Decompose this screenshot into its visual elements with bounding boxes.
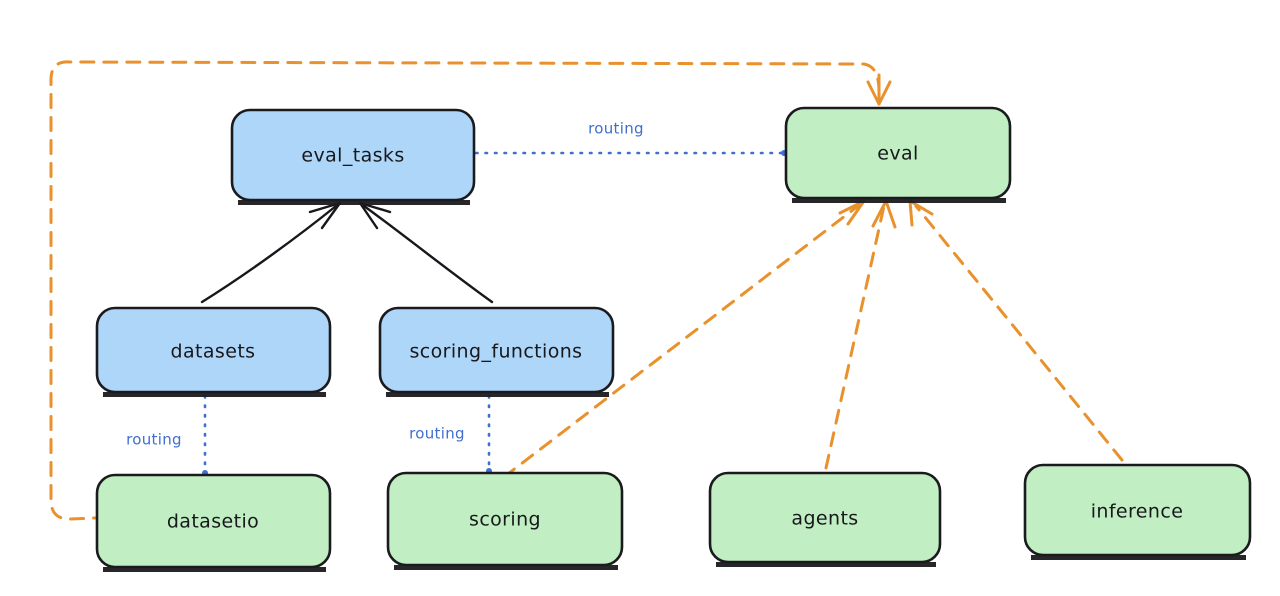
node-inference-shape (1023, 463, 1252, 557)
edge-agents-to-eval (824, 199, 897, 470)
node-datasets-label: datasets (171, 341, 256, 363)
node-datasetio[interactable]: datasetio (95, 473, 332, 572)
node-eval-shape (784, 106, 1012, 200)
edge-datasets-to-eval-tasks (200, 201, 342, 304)
node-scoring-functions-label: scoring_functions (410, 341, 583, 363)
node-eval-tasks[interactable]: eval_tasks (230, 108, 476, 205)
node-agents-label: agents (791, 508, 858, 530)
edge-label-routing-scoring: routing (409, 425, 465, 443)
node-eval[interactable]: eval (784, 106, 1012, 203)
node-scoring-functions-shape (378, 306, 615, 394)
node-datasetio-shape (95, 473, 332, 569)
edge-label-routing-datasetio: routing (126, 431, 182, 449)
edge-scoringfn-routing (486, 394, 492, 474)
node-inference-label: inference (1091, 501, 1184, 523)
node-datasetio-label: datasetio (167, 511, 259, 533)
edge-scoringfn-to-eval-tasks (358, 201, 494, 304)
node-eval-label: eval (877, 143, 918, 165)
edge-inference-to-eval (908, 199, 1124, 462)
node-scoring-shape (386, 471, 624, 567)
node-agents-shape (708, 471, 942, 564)
node-scoring-label: scoring (469, 509, 541, 531)
arrowhead-eval-bottom-2 (871, 199, 897, 229)
edge-eval-to-datasetio (49, 60, 892, 521)
edge-eval-tasks-routing (474, 150, 787, 156)
node-eval-tasks-label: eval_tasks (301, 145, 404, 167)
node-datasets[interactable]: datasets (95, 306, 332, 397)
node-scoring[interactable]: scoring (386, 471, 624, 570)
arrowhead-eval-bottom-1 (838, 199, 866, 226)
edge-datasets-routing (202, 394, 208, 476)
node-datasets-shape (95, 306, 332, 394)
edge-label-routing-eval: routing (588, 120, 644, 138)
node-scoring-functions[interactable]: scoring_functions (378, 306, 615, 397)
node-agents[interactable]: agents (708, 471, 942, 567)
node-inference[interactable]: inference (1023, 463, 1252, 560)
node-eval-tasks-shape (230, 108, 476, 202)
